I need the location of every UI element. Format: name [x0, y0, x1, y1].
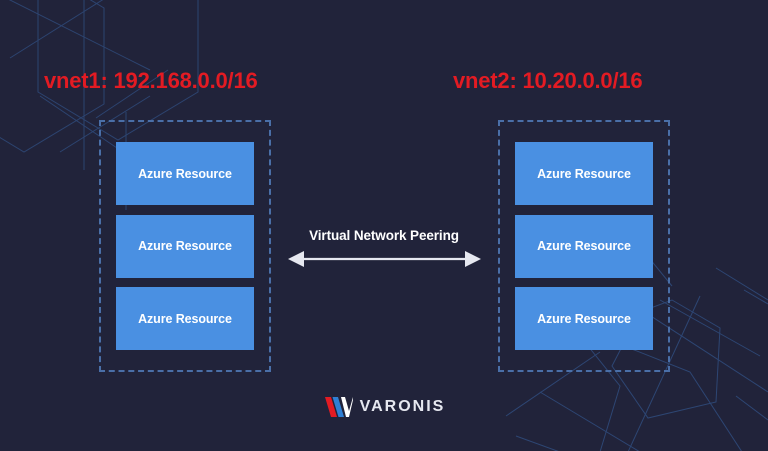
varonis-logo: VARONIS	[0, 397, 768, 417]
peering-label: Virtual Network Peering	[309, 228, 459, 243]
vnet1-title: vnet1: 192.168.0.0/16	[44, 68, 258, 93]
varonis-slash-mark-icon	[324, 397, 353, 417]
azure-resource-card[interactable]: Azure Resource	[116, 142, 254, 205]
vnet1-boundary: Azure Resource Azure Resource Azure Reso…	[99, 120, 271, 372]
azure-resource-card[interactable]: Azure Resource	[515, 214, 653, 278]
vnet2-title: vnet2: 10.20.0.0/16	[453, 68, 643, 93]
azure-resource-card[interactable]: Azure Resource	[515, 142, 653, 205]
azure-resource-card[interactable]: Azure Resource	[515, 287, 653, 350]
vnet2-boundary: Azure Resource Azure Resource Azure Reso…	[498, 120, 670, 372]
azure-resource-card[interactable]: Azure Resource	[116, 287, 254, 350]
azure-resource-card[interactable]: Azure Resource	[116, 214, 254, 278]
double-headed-arrow-icon	[288, 251, 481, 267]
varonis-wordmark: VARONIS	[359, 398, 446, 415]
